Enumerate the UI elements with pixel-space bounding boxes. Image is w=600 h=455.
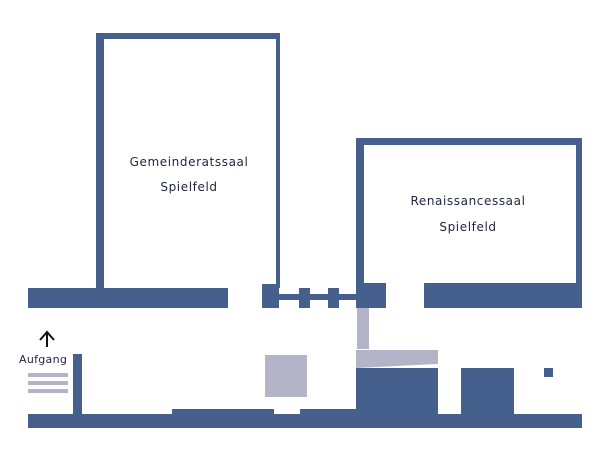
bottom-wall-thick	[300, 409, 356, 415]
small-marker	[544, 368, 553, 377]
stair-step	[28, 373, 68, 377]
wall-segment	[356, 283, 386, 308]
lower-walls	[28, 354, 582, 428]
gemeinderatssaal-wall-right	[276, 33, 280, 288]
gemeinderatssaal-wall-top	[96, 33, 280, 39]
wall-segment	[262, 284, 279, 308]
renaissancessaal-sub: Spielfeld	[439, 220, 497, 234]
lower-block	[461, 368, 514, 415]
renaissancessaal-walls	[356, 138, 582, 288]
light-column	[357, 308, 369, 349]
stair-step	[28, 381, 68, 385]
wall-segment	[424, 283, 582, 308]
light-elements	[28, 308, 438, 397]
arrow-up-icon	[39, 330, 55, 347]
renaissancessaal-wall-left	[356, 138, 364, 288]
gemeinderatssaal-walls	[96, 33, 280, 288]
renaissancessaal-wall-top	[356, 138, 582, 145]
renaissancessaal-wall-right	[576, 138, 582, 288]
stair-wall	[73, 354, 82, 416]
middle-wall-band	[28, 283, 582, 308]
connector-bar	[279, 294, 361, 300]
bottom-wall	[28, 414, 582, 428]
gemeinderatssaal-wall-left	[96, 33, 104, 288]
gemeinderatssaal-name: Gemeinderatssaal	[129, 155, 249, 169]
ramp	[356, 350, 438, 368]
wall-segment	[28, 288, 228, 308]
pillar	[299, 288, 310, 308]
lower-block	[356, 368, 438, 415]
bottom-wall-thick	[172, 409, 274, 415]
renaissancessaal-name: Renaissancessaal	[410, 194, 526, 208]
stair-step	[28, 389, 68, 393]
light-square	[265, 355, 307, 397]
gemeinderatssaal-sub: Spielfeld	[160, 180, 218, 194]
stairs-label: Aufgang	[19, 353, 68, 366]
pillar	[328, 288, 339, 308]
